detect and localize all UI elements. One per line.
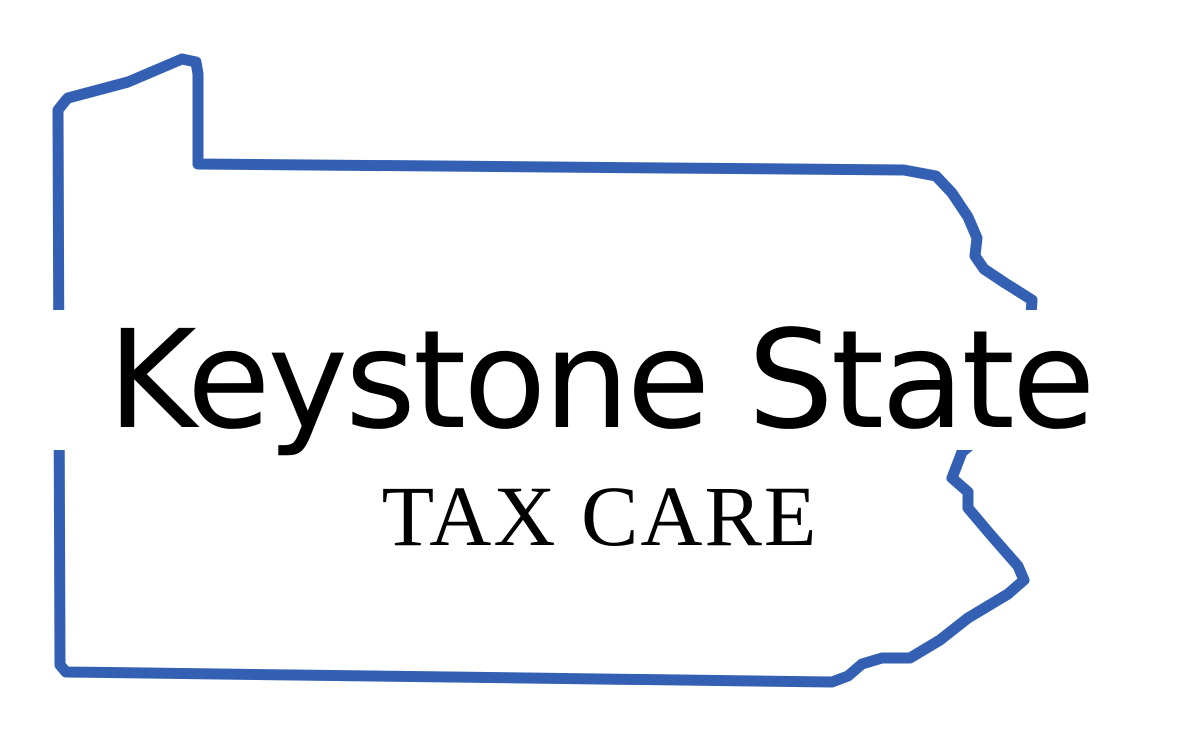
brand-tagline: TAX CARE (381, 468, 819, 564)
brand-name: Keystone State (107, 302, 1095, 460)
title-background (44, 310, 1154, 450)
